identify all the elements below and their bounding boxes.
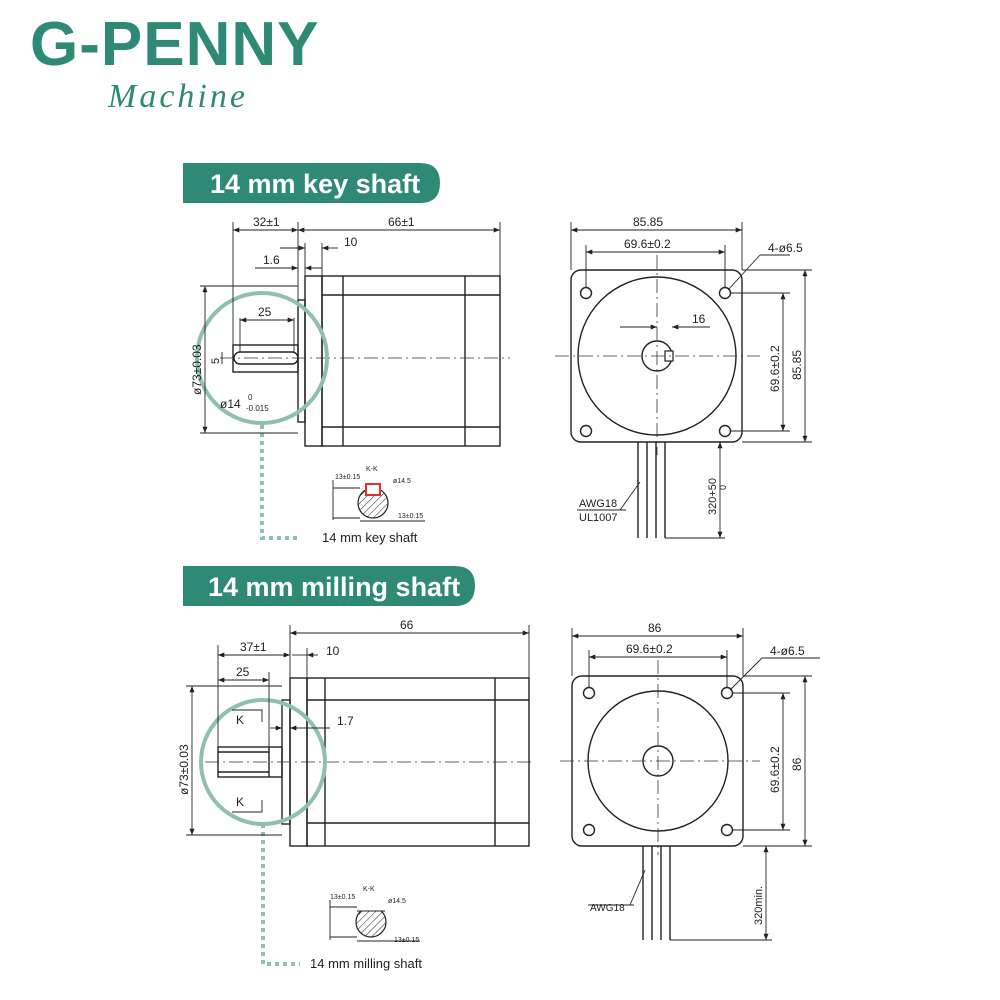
dim-key-front-lead-tol: 0 xyxy=(718,485,728,490)
key-shaft-side-view: 32±1 66±1 10 1.6 25 5 ø73±0.03 ø14 0 -0.… xyxy=(190,215,510,540)
dim-key-front-key: 16 xyxy=(692,312,706,326)
milling-shaft-side-view: 66 37±1 10 25 1.7 K K ø73±0.03 xyxy=(177,618,535,966)
brand-logo-title: G-PENNY xyxy=(30,10,320,79)
wire-mill-awg: AWG18 xyxy=(590,903,625,914)
key-section-dim-a: 13±0.15 xyxy=(335,474,360,481)
dim-key-front-holes: 4-ø6.5 xyxy=(768,241,803,255)
dim-mill-shaft-length: 37±1 xyxy=(240,640,267,654)
dim-key-length: 25 xyxy=(258,305,272,319)
mill-section-dim-c: 13±0.15 xyxy=(394,937,419,944)
dim-mill-front-holes: 4-ø6.5 xyxy=(770,644,805,658)
key-section-dim-b: ø14.5 xyxy=(393,478,411,485)
key-section-label: K-K xyxy=(366,466,378,473)
dim-key-front-lead: 320+50 xyxy=(707,478,719,515)
dim-mill-body-length: 66 xyxy=(400,618,414,632)
dim-mill-front-bolt: 69.6±0.2 xyxy=(626,642,673,656)
key-section-dim-c: 13±0.15 xyxy=(398,513,423,520)
key-section-caption: 14 mm key shaft xyxy=(322,530,418,545)
dim-key-body-length: 66±1 xyxy=(388,215,415,229)
dim-key-width: 5 xyxy=(210,358,222,364)
dim-key-shaft-length: 32±1 xyxy=(253,215,280,229)
dim-mill-flange: 10 xyxy=(326,644,340,658)
brand-logo-subtitle: Machine xyxy=(108,78,248,115)
dim-mill-flat-length: 25 xyxy=(236,665,250,679)
dim-key-shaft-diameter: ø14 xyxy=(220,397,241,411)
mill-section-dim-a: 13±0.15 xyxy=(330,894,355,901)
milling-shaft-banner: 14 mm milling shaft xyxy=(183,566,475,606)
milling-shaft-banner-text: 14 mm milling shaft xyxy=(208,572,460,602)
key-shaft-front-view: 85.85 69.6±0.2 4-ø6.5 16 69.6±0.2 85.85 … xyxy=(555,215,812,539)
dim-key-step: 1.6 xyxy=(263,253,280,267)
dim-key-front-bolt-v: 69.6±0.2 xyxy=(768,345,782,392)
wire-key-ul: UL1007 xyxy=(579,512,618,524)
section-mark-k-top: K xyxy=(236,713,244,727)
milling-shaft-front-view: 86 69.6±0.2 4-ø6.5 69.6±0.2 86 320min. A… xyxy=(560,621,820,941)
dim-mill-front-width: 86 xyxy=(648,621,662,635)
dim-mill-front-height-v: 86 xyxy=(790,757,804,771)
dim-key-shaft-tol-upper: 0 xyxy=(248,393,253,402)
mill-section-dim-b: ø14.5 xyxy=(388,898,406,905)
key-shaft-banner: 14 mm key shaft xyxy=(183,163,440,203)
wire-key-awg: AWG18 xyxy=(579,498,617,510)
dim-key-front-height-v: 85.85 xyxy=(790,350,804,380)
dim-mill-front-bolt-v: 69.6±0.2 xyxy=(768,746,782,793)
dim-key-front-width: 85.85 xyxy=(633,215,663,229)
mill-section-caption: 14 mm milling shaft xyxy=(310,956,422,971)
milling-shaft-section: 13±0.15 K-K ø14.5 13±0.15 14 mm milling … xyxy=(310,886,422,971)
key-shaft-section: 13±0.15 K-K ø14.5 13±0.15 14 mm key shaf… xyxy=(322,466,425,545)
section-mark-k-bottom: K xyxy=(236,795,244,809)
dim-mill-pilot: ø73±0.03 xyxy=(177,744,191,795)
dim-key-shaft-tol-lower: -0.015 xyxy=(246,404,269,413)
dim-mill-front-lead: 320min. xyxy=(753,886,765,925)
key-shaft-banner-text: 14 mm key shaft xyxy=(210,169,420,199)
dim-key-flange: 10 xyxy=(344,235,358,249)
dim-key-front-bolt: 69.6±0.2 xyxy=(624,237,671,251)
dim-mill-step: 1.7 xyxy=(337,714,354,728)
mill-section-label: K-K xyxy=(363,886,375,893)
dim-key-pilot: ø73±0.03 xyxy=(190,344,204,395)
key-slot-mark xyxy=(365,483,381,496)
